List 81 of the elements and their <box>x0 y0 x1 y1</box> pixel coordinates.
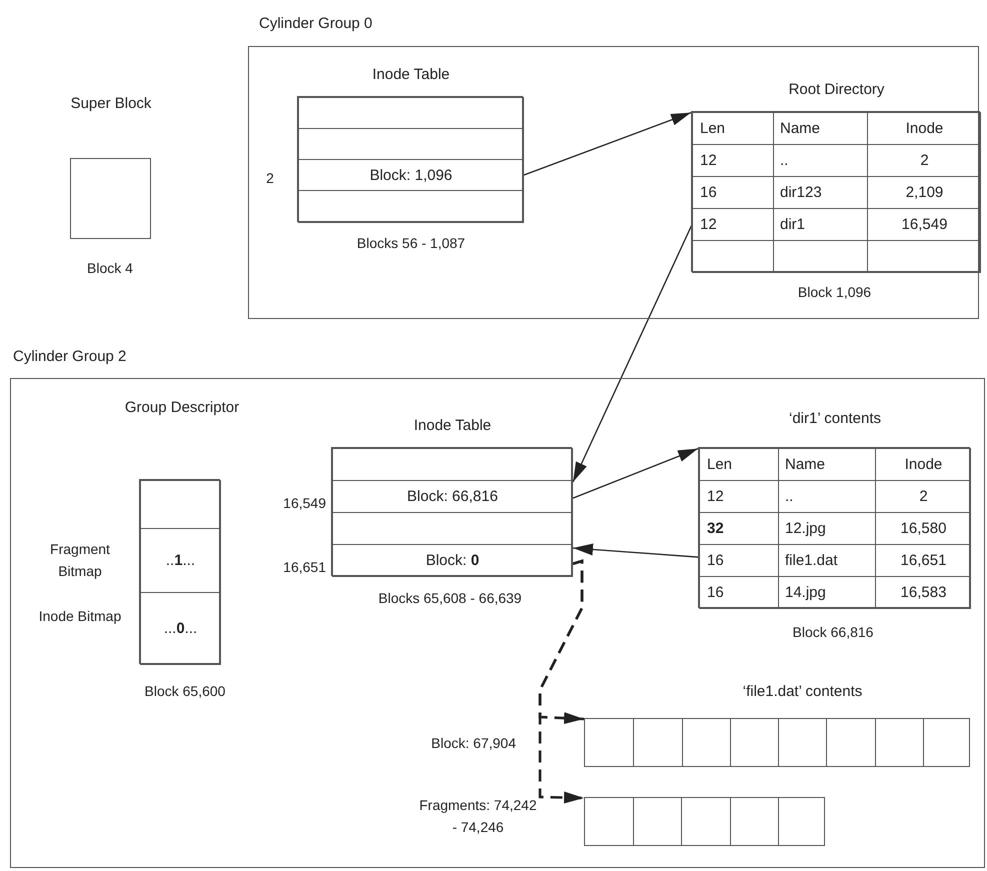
table-title: Super Block <box>70 94 152 114</box>
table-row <box>699 480 971 513</box>
table-title: Inode Table <box>412 417 492 435</box>
table-row <box>692 144 981 177</box>
block-number-label: Inode Bitmap <box>38 607 122 626</box>
table-cell-text: file1.dat <box>784 551 839 571</box>
table-cell-text: .. <box>779 151 790 171</box>
table-cell-text: 16,651 <box>900 551 948 571</box>
group-title: Cylinder Group 0 <box>259 15 374 33</box>
table-cell-text: dir1 <box>779 215 806 235</box>
table-cell-text: 2,109 <box>904 183 944 203</box>
table-cell-text: 14.jpg <box>784 583 827 603</box>
table-cell-text: .. <box>784 487 794 507</box>
table-row <box>332 448 573 481</box>
table-row <box>298 159 524 191</box>
block-number-label: Blocks 56 - 1,087 <box>356 234 466 253</box>
table-title: Inode Table <box>371 66 451 84</box>
block-number-label: Block 4 <box>86 259 134 278</box>
table-row <box>692 240 981 273</box>
table-cell-text: 12 <box>706 487 725 507</box>
table-row <box>692 112 981 145</box>
block-number-label: Block: 67,904 <box>430 734 516 753</box>
table-cell-text: 12 <box>699 151 718 171</box>
table-row <box>332 512 573 545</box>
table-cell-text: Block: 1,096 <box>368 166 454 186</box>
table-title: Root Directory <box>788 81 886 99</box>
arrow <box>524 112 692 176</box>
table-row <box>699 512 971 545</box>
table-row <box>332 544 573 577</box>
table-row <box>298 190 524 223</box>
block-number-label: Fragment Bitmap <box>49 540 111 581</box>
table-cell-text: Block: 0 <box>424 551 480 571</box>
table-cell-text: Name <box>779 119 822 139</box>
table-cell-text: 16,580 <box>900 519 948 539</box>
table-row <box>692 208 981 241</box>
table-cell-text: Len <box>706 455 734 475</box>
table-cell-text: Len <box>699 119 726 139</box>
group-title: Cylinder Group 2 <box>13 348 128 366</box>
arrow <box>572 448 698 499</box>
table-cell-text: 2 <box>919 151 930 171</box>
table-title: Group Descriptor <box>124 398 240 418</box>
table-cell-text: Name <box>784 455 826 475</box>
table-cell-text: ...0... <box>162 619 198 639</box>
table-cell-text: 16 <box>706 551 725 571</box>
table-cell-text: Inode <box>904 119 944 139</box>
table-row <box>332 480 573 513</box>
table-row <box>699 576 971 609</box>
table-row <box>140 480 221 529</box>
table-cell-text: ..1... <box>164 551 196 571</box>
table-cell-text: 16 <box>706 583 725 603</box>
table-cell-text: dir123 <box>779 183 823 203</box>
table-cell-text: 12.jpg <box>784 519 827 539</box>
table-row <box>699 544 971 577</box>
fragment-array <box>584 797 825 846</box>
table-cell-text: 16,549 <box>900 215 948 235</box>
block-number-label: Block 1,096 <box>796 283 872 302</box>
table-cell-text: 2 <box>918 487 929 507</box>
block-number-label: Block 66,816 <box>792 623 874 642</box>
table-row <box>140 528 221 593</box>
arrow <box>538 559 584 804</box>
table-title: ‘file1.dat’ contents <box>742 683 864 701</box>
table-row <box>699 448 971 481</box>
arrow <box>572 543 700 558</box>
block-number-label: Fragments: 74,242 - 74,246 <box>418 796 538 837</box>
table-row <box>298 128 524 160</box>
table-cell-text: Block: 66,816 <box>406 487 499 507</box>
table-title: ‘dir1’ contents <box>788 410 882 428</box>
block-number-label: 2 <box>265 169 275 188</box>
table-cell-text: 32 <box>706 519 725 539</box>
arrow <box>572 224 693 482</box>
block-number-label: 16,651 <box>282 558 326 577</box>
table-cell-text: 16 <box>699 183 718 203</box>
table-row <box>692 176 981 209</box>
block-number-label: Blocks 65,608 - 66,639 <box>377 589 523 608</box>
table-row <box>140 592 221 665</box>
block-number-label: 16,549 <box>282 494 326 513</box>
table-row <box>298 97 524 129</box>
block-number-label: Block 65,600 <box>144 682 226 701</box>
table-cell-text: Inode <box>904 455 944 475</box>
table-cell-text: 16,583 <box>900 583 948 603</box>
table-cell-text: 12 <box>699 215 718 235</box>
